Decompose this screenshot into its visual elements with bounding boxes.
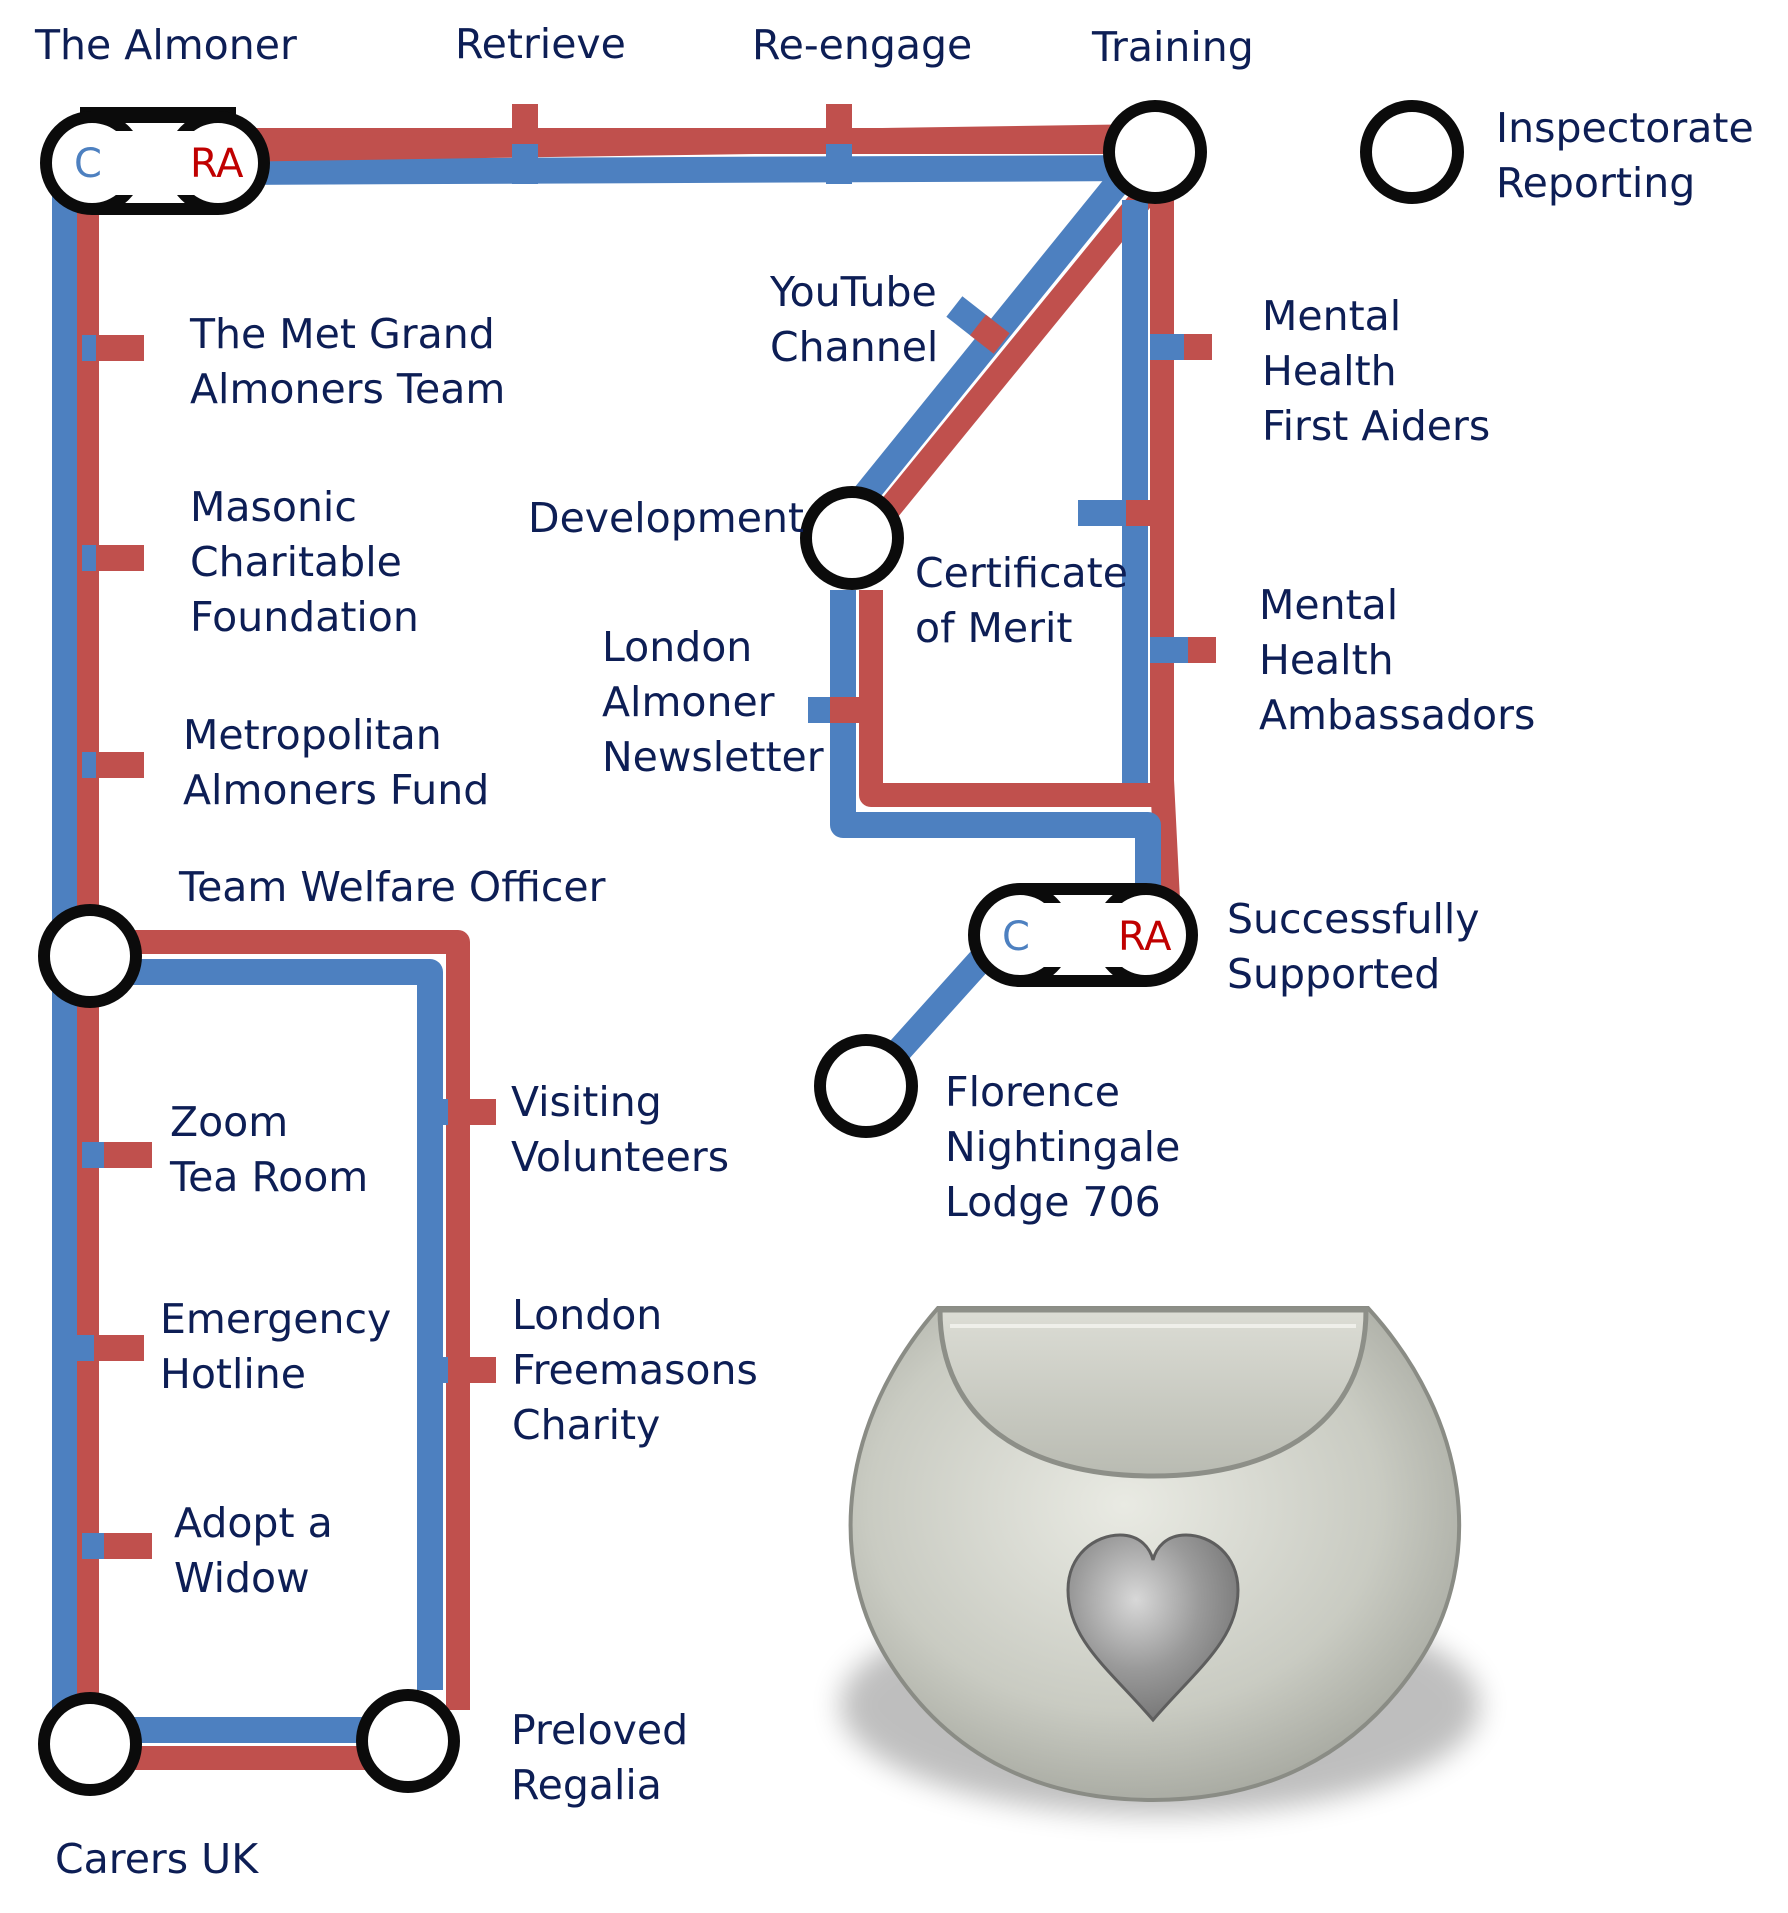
- red-line-diagonal: [870, 187, 1155, 528]
- station-successfully-interchange: [968, 883, 1198, 987]
- red-line-right: [1150, 200, 1180, 901]
- almoner-ra-letter: RA: [190, 141, 244, 187]
- label-almoner: The Almoner: [35, 21, 297, 69]
- station-team-welfare: [38, 904, 142, 1008]
- station-preloved: [356, 1689, 460, 1793]
- label-team-welfare: Team Welfare Officer: [179, 863, 606, 911]
- label-development: Development: [528, 494, 805, 542]
- station-carers: [38, 1692, 142, 1796]
- label-reengage: Re-engage: [752, 21, 973, 69]
- red-line-top-over: [219, 124, 1151, 162]
- blue-line-loop: [120, 959, 443, 1690]
- station-inspectorate: [1360, 100, 1464, 204]
- red-line-loop: [120, 930, 470, 1710]
- label-retrieve: Retrieve: [455, 20, 626, 68]
- silver-apron-heart-emblem: [840, 1306, 1480, 1815]
- red-line-inner: [859, 590, 1160, 807]
- blue-line-florence: [885, 946, 995, 1064]
- station-development: [800, 486, 904, 590]
- almoner-c-letter: C: [74, 141, 102, 187]
- heart-icon: [1066, 1533, 1240, 1723]
- label-carers: Carers UK: [55, 1835, 259, 1883]
- blue-line-top: [219, 155, 1151, 185]
- station-training: [1103, 100, 1207, 204]
- station-almoner-interchange: [40, 107, 270, 215]
- successfully-c-letter: C: [1002, 914, 1030, 960]
- station-florence: [814, 1034, 918, 1138]
- successfully-ra-letter: RA: [1118, 914, 1172, 960]
- label-training: Training: [1092, 23, 1254, 71]
